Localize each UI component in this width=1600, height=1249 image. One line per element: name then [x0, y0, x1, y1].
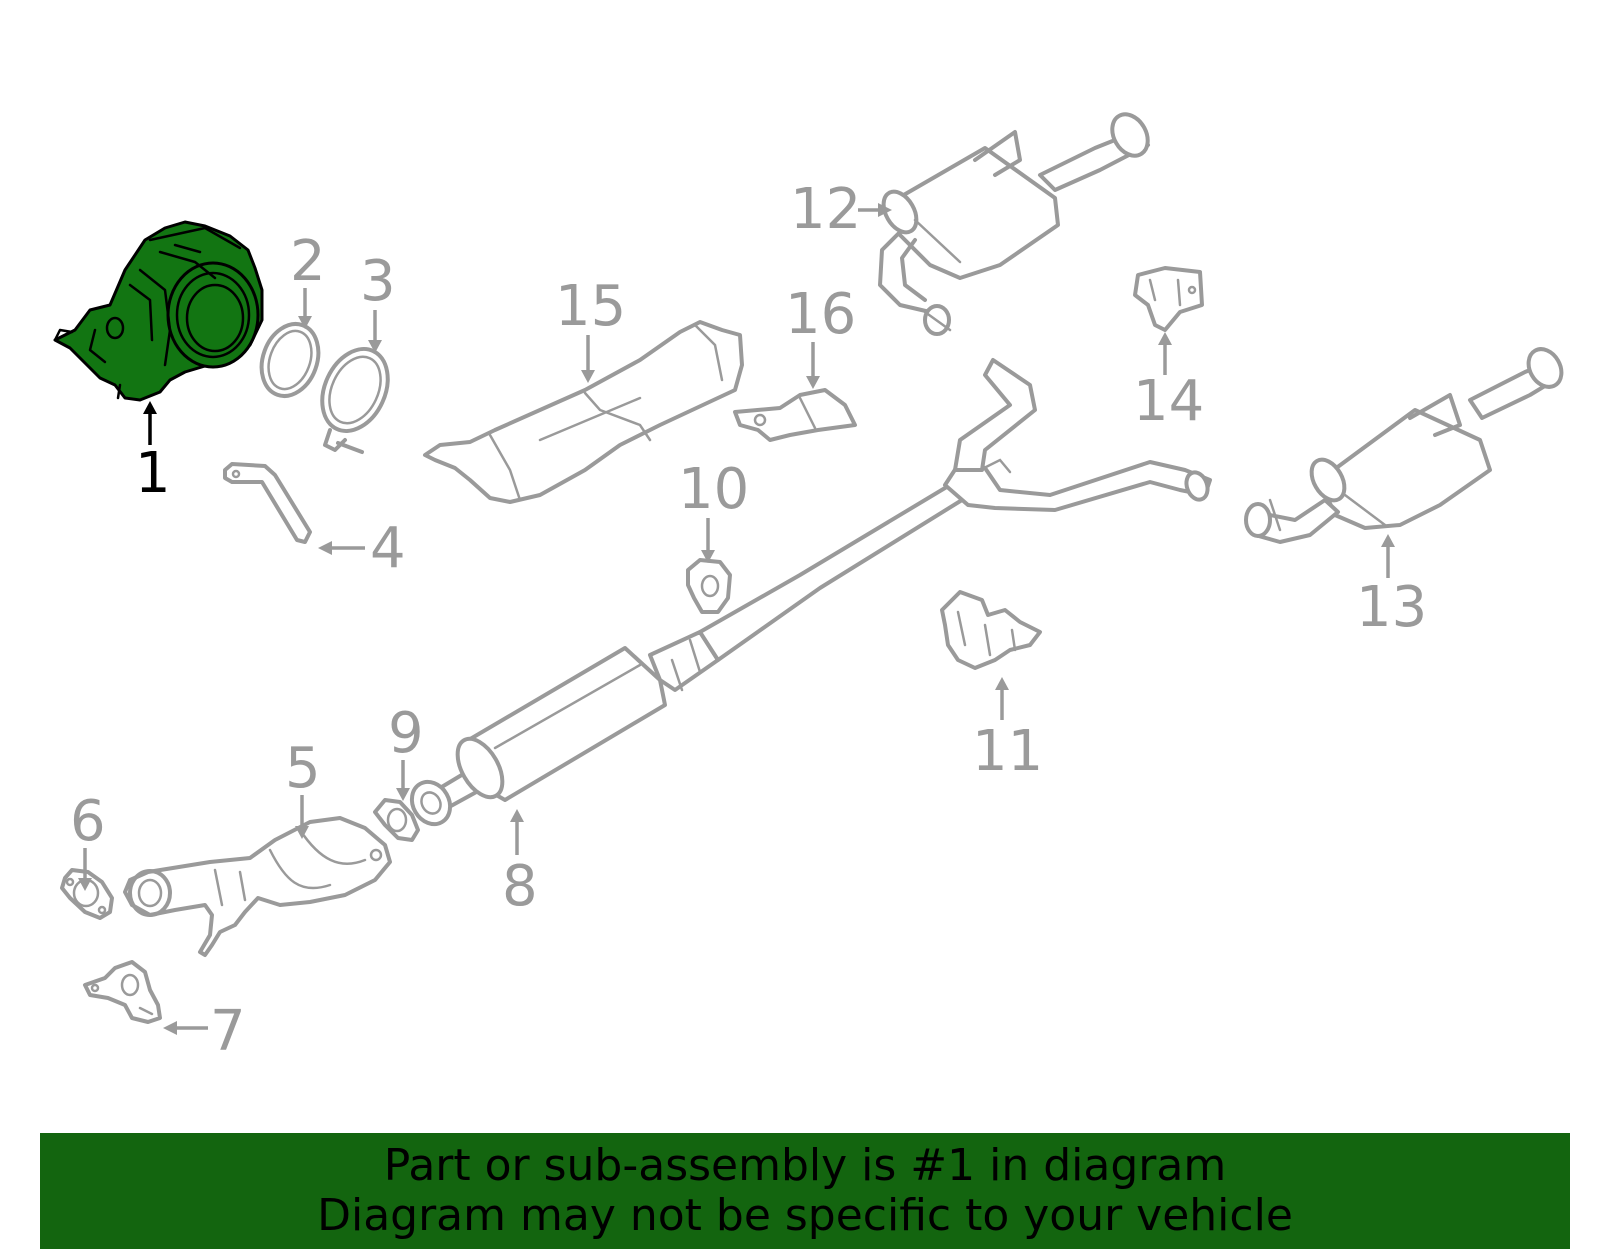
- callout-number: 3: [360, 249, 396, 314]
- part-9-gasket[interactable]: [373, 798, 420, 842]
- callout-number: 9: [388, 701, 424, 766]
- callout-number: 10: [678, 457, 749, 522]
- part-12-upper-muffler[interactable]: [877, 108, 1155, 336]
- part-15-heat-shield[interactable]: [423, 320, 744, 504]
- callout-9: 9: [388, 701, 424, 801]
- callout-8: 8: [502, 809, 538, 919]
- callout-number: 14: [1133, 369, 1204, 434]
- callout-13: 13: [1356, 534, 1427, 640]
- part-4-bracket[interactable]: [223, 462, 312, 544]
- part-13-lower-muffler[interactable]: [1244, 343, 1568, 544]
- part-14-hanger[interactable]: [1133, 266, 1204, 332]
- part-11-bracket[interactable]: [940, 590, 1042, 670]
- callout-3: 3: [360, 249, 396, 353]
- part-3-clamp[interactable]: [310, 338, 401, 454]
- callout-number: 11: [972, 719, 1043, 784]
- callout-number: 1: [135, 441, 171, 506]
- callout-6: 6: [70, 789, 106, 891]
- info-banner: Part or sub-assembly is #1 in diagram Di…: [40, 1133, 1570, 1249]
- part-5-front-pipe[interactable]: [123, 816, 392, 957]
- callout-4: 4: [318, 516, 406, 581]
- callout-number: 5: [285, 736, 321, 801]
- callout-number: 16: [785, 282, 856, 347]
- callout-number: 8: [502, 854, 538, 919]
- callout-16: 16: [785, 282, 856, 389]
- callout-number: 7: [210, 999, 246, 1064]
- part-6-flange-gasket[interactable]: [60, 868, 114, 920]
- part-1-catalytic-converter[interactable]: [53, 220, 264, 402]
- banner-line-disclaimer: Diagram may not be specific to your vehi…: [317, 1190, 1293, 1241]
- callout-5: 5: [285, 736, 321, 839]
- part-7-hanger-bracket[interactable]: [83, 960, 162, 1024]
- callout-15: 15: [555, 274, 626, 383]
- part-2-gasket[interactable]: [252, 316, 328, 404]
- part-10-rubber-insulator[interactable]: [686, 558, 732, 614]
- callout-number: 15: [555, 274, 626, 339]
- callout-14: 14: [1133, 332, 1204, 434]
- banner-line-part-number: Part or sub-assembly is #1 in diagram: [383, 1140, 1227, 1191]
- callout-7: 7: [163, 999, 246, 1064]
- callout-number: 13: [1356, 575, 1427, 640]
- callout-number: 12: [790, 177, 861, 242]
- part-8-resonator-pipe[interactable]: [404, 358, 1212, 831]
- part-16-bracket[interactable]: [733, 388, 857, 442]
- callout-number: 6: [70, 789, 106, 854]
- callout-11: 11: [972, 677, 1043, 784]
- callout-2: 2: [290, 229, 326, 329]
- callout-12: 12: [790, 177, 892, 242]
- callout-1: 1: [135, 401, 171, 506]
- callout-10: 10: [678, 457, 749, 563]
- callout-number: 4: [370, 516, 406, 581]
- callout-number: 2: [290, 229, 326, 294]
